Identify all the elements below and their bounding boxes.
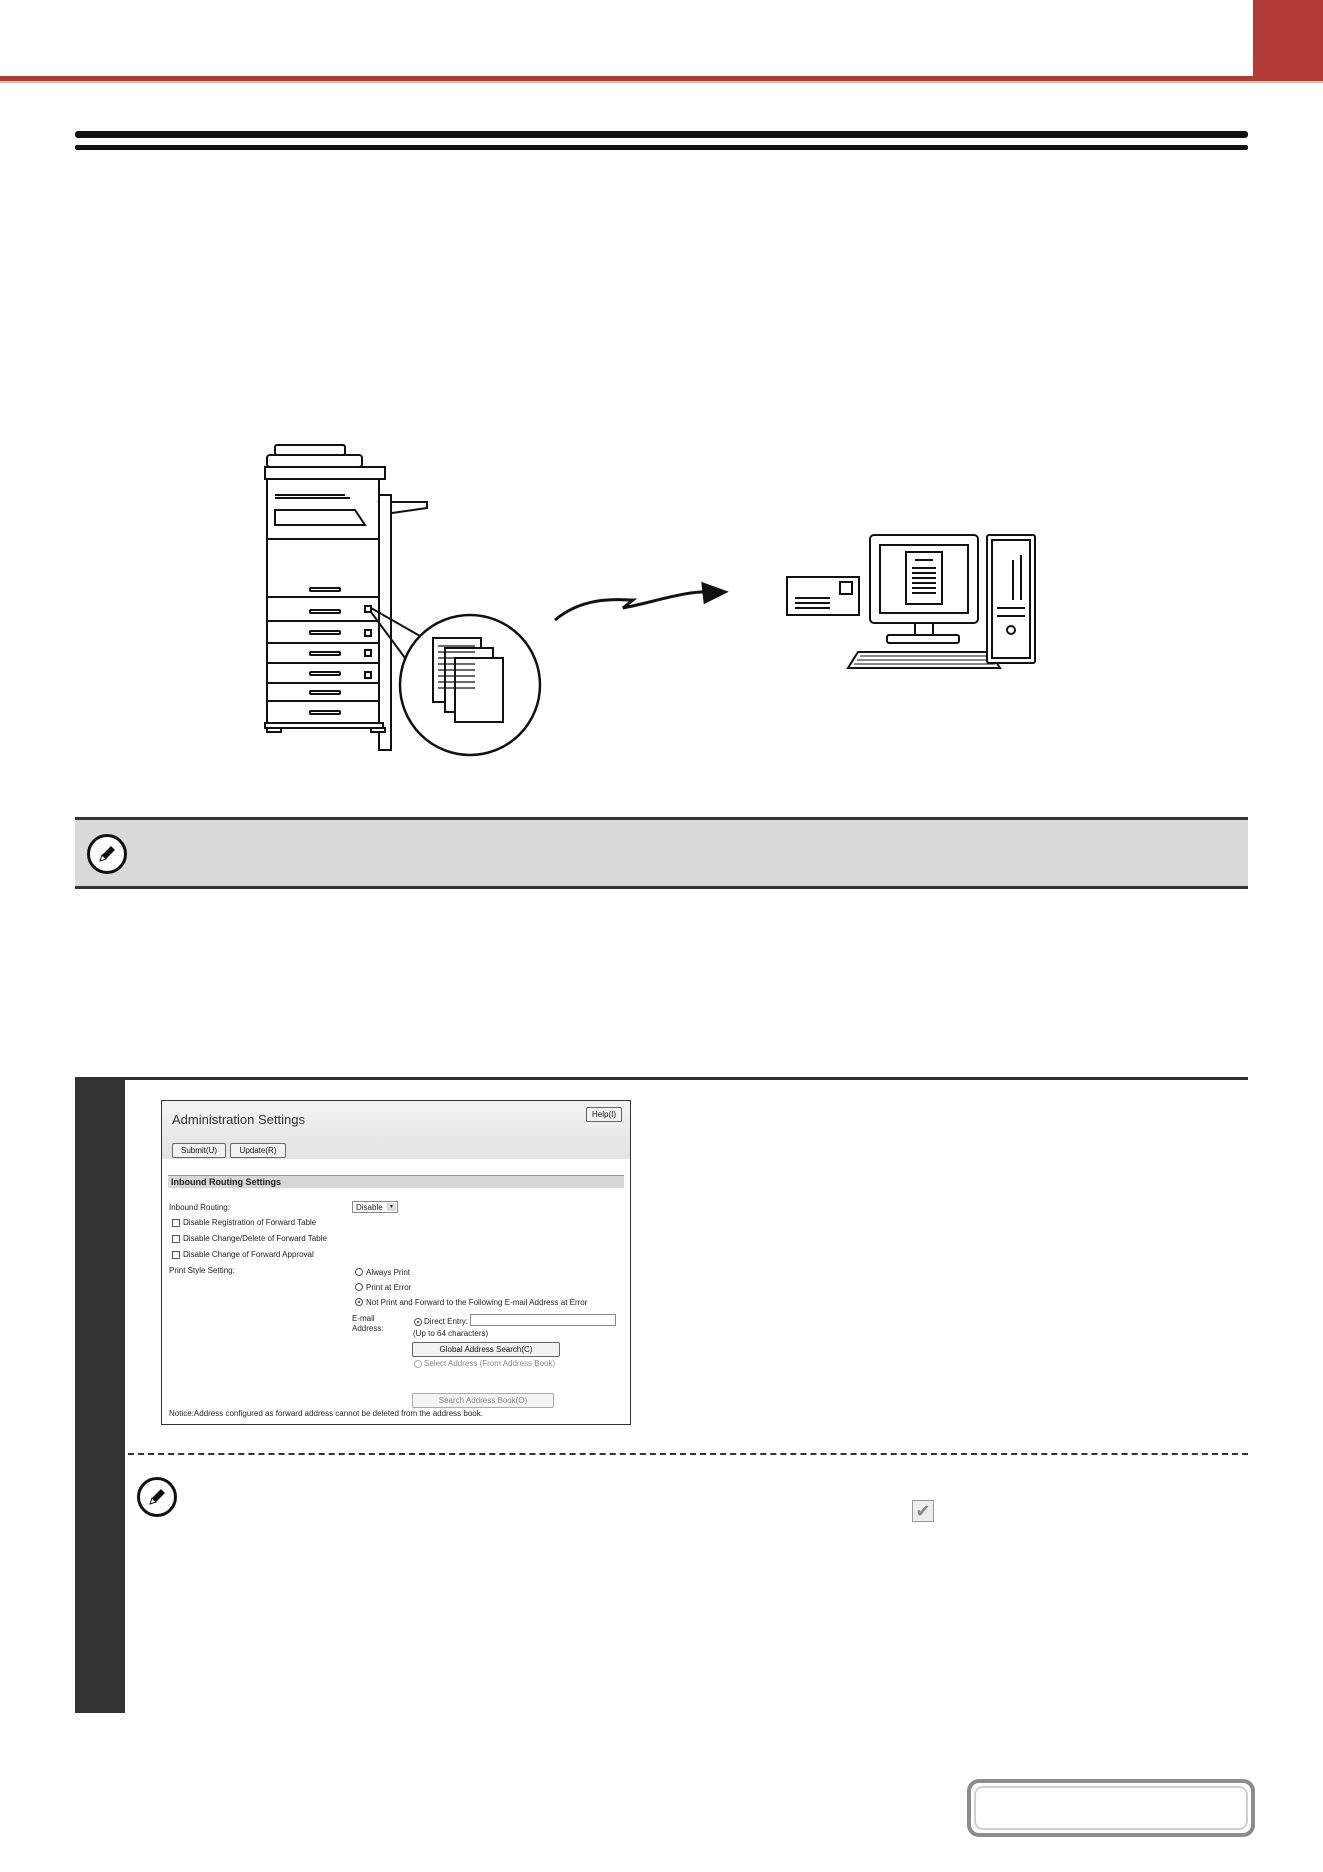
computer-with-email-illustration [786,534,1036,669]
radio-print-at-error[interactable] [355,1283,363,1291]
radio-label: Not Print and Forward to the Following E… [366,1298,588,1307]
inbound-routing-label: Inbound Routing: [169,1203,230,1212]
note-bar [75,817,1248,889]
admin-title: Administration Settings [172,1112,305,1127]
notice-text: Notice:Address configured as forward add… [169,1409,483,1418]
contents-button[interactable] [967,1779,1255,1837]
checkbox-label: Disable Change/Delete of Forward Table [183,1234,327,1243]
section-title: Inbound Routing Settings [168,1175,624,1188]
radio-label: Always Print [366,1268,411,1277]
update-button[interactable]: Update(R) [230,1143,286,1158]
char-limit-hint: (Up to 64 characters) [413,1329,489,1338]
header-accent-line [0,76,1323,81]
radio-direct-entry[interactable] [414,1318,422,1326]
help-button[interactable]: Help(I) [586,1107,622,1122]
checkbox-disable-approval[interactable] [172,1251,180,1259]
search-address-book-button[interactable]: Search Address Book(O) [412,1393,554,1408]
radio-forward-at-error[interactable] [355,1298,363,1306]
inbound-routing-select[interactable]: Disable ▾ [352,1201,398,1213]
routing-diagram [264,444,1036,757]
select-address-label: Select Address (From Address Book) [424,1359,556,1368]
checkbox-disable-change-delete[interactable] [172,1235,180,1243]
email-input[interactable] [470,1314,616,1326]
radio-label: Print at Error [366,1283,412,1292]
step-divider [128,1453,1248,1455]
submit-button[interactable]: Submit(U) [172,1143,226,1158]
print-style-label: Print Style Setting: [169,1266,235,1275]
pencil-icon [137,1477,177,1517]
page-header [0,0,1323,78]
radio-select-address[interactable] [414,1360,422,1368]
email-label: E-mail [352,1314,375,1323]
radio-always-print[interactable] [355,1268,363,1276]
chevron-down-icon: ▾ [387,1203,396,1211]
header-accent-shadow [0,81,1323,83]
checkbox-checked-icon: ✔ [912,1500,934,1522]
arrow-icon [554,581,729,622]
contents-button-inner [974,1786,1248,1830]
checkbox-label: Disable Registration of Forward Table [183,1218,317,1227]
checkbox-label: Disable Change of Forward Approval [183,1250,314,1259]
title-rule-bottom [75,145,1248,150]
chapter-tab[interactable] [1253,0,1323,80]
admin-settings-screenshot: Administration Settings Help(I) Submit(U… [161,1100,631,1425]
direct-entry-label: Direct Entry: [424,1317,469,1326]
title-rule-top [75,131,1248,138]
step-rule [75,1077,1248,1080]
pencil-icon [87,834,127,874]
checkbox-disable-registration[interactable] [172,1219,180,1227]
inbound-routing-value: Disable [356,1203,383,1212]
mfp-machine-illustration [264,444,542,757]
email-label: Address: [352,1324,384,1333]
global-address-search-button[interactable]: Global Address Search(C) [412,1342,560,1357]
step-bar [75,1080,125,1713]
